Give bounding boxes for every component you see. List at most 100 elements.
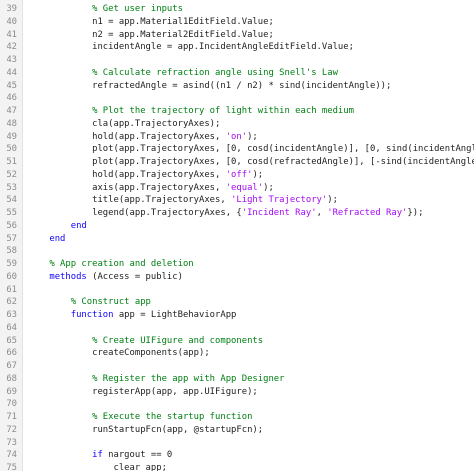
indent	[28, 208, 92, 218]
code-token: n2 = app.Material2EditField.Value;	[92, 29, 274, 40]
code-line[interactable]: 63 function app = LightBehaviorApp	[0, 309, 474, 322]
code-text: legend(app.TrajectoryAxes, {'Incident Ra…	[22, 207, 423, 220]
line-number: 45	[6, 80, 17, 91]
code-text	[22, 360, 28, 373]
code-line[interactable]: 44 % Calculate refraction angle using Sn…	[0, 67, 474, 80]
indent	[28, 30, 92, 40]
line-number: 58	[6, 246, 17, 257]
code-text: title(app.TrajectoryAxes, 'Light Traject…	[22, 194, 338, 207]
code-line[interactable]: 75 clear app;	[0, 462, 474, 471]
code-line[interactable]: 67	[0, 360, 474, 373]
indent	[28, 157, 92, 167]
code-token: );	[327, 195, 338, 206]
line-number: 50	[6, 144, 17, 155]
code-line[interactable]: 72 runStartupFcn(app, @startupFcn);	[0, 424, 474, 437]
indent	[28, 132, 92, 142]
code-text: plot(app.TrajectoryAxes, [0, cosd(refrac…	[22, 156, 474, 169]
code-line[interactable]: 53 axis(app.TrajectoryAxes, 'equal');	[0, 182, 474, 195]
code-text	[22, 245, 28, 258]
line-number: 43	[6, 55, 17, 65]
line-number: 63	[6, 310, 17, 320]
indent	[28, 310, 71, 320]
code-token: title(app.TrajectoryAxes,	[92, 195, 232, 206]
code-line[interactable]: 69 registerApp(app, app.UIFigure);	[0, 386, 474, 399]
code-line[interactable]: 60 methods (Access = public)	[0, 271, 474, 284]
code-line[interactable]: 70	[0, 398, 474, 411]
code-token: refractedAngle = asind((n1 / n2) * sind(…	[92, 80, 392, 91]
code-line[interactable]: 42 incidentAngle = app.IncidentAngleEdit…	[0, 41, 474, 54]
line-number-gutter	[0, 0, 23, 471]
line-number: 66	[6, 348, 17, 359]
code-line[interactable]: 62 % Construct app	[0, 296, 474, 309]
code-line[interactable]: 65 % Create UIFigure and components	[0, 335, 474, 348]
code-line[interactable]: 56 end	[0, 220, 474, 233]
comment-token: % App creation and deletion	[49, 259, 194, 269]
code-text: % Register the app with App Designer	[22, 373, 284, 386]
code-line[interactable]: 55 legend(app.TrajectoryAxes, {'Incident…	[0, 207, 474, 220]
code-line[interactable]: 40 n1 = app.Material1EditField.Value;	[0, 16, 474, 29]
keyword-token: function	[70, 310, 114, 320]
code-line[interactable]: 73	[0, 437, 474, 450]
indent	[28, 336, 92, 346]
code-text: function app = LightBehaviorApp	[22, 309, 237, 322]
code-line[interactable]: 61	[0, 284, 474, 297]
code-line[interactable]: 64	[0, 322, 474, 335]
line-number: 48	[6, 118, 17, 129]
line-number: 71	[6, 412, 17, 422]
code-text	[22, 398, 28, 411]
code-line[interactable]: 41 n2 = app.Material2EditField.Value;	[0, 29, 474, 42]
code-text: methods (Access = public)	[22, 271, 183, 284]
code-line[interactable]: 54 title(app.TrajectoryAxes, 'Light Traj…	[0, 194, 474, 207]
indent	[28, 297, 71, 307]
code-line[interactable]: 50 plot(app.TrajectoryAxes, [0, cosd(inc…	[0, 143, 474, 156]
comment-token: % Calculate refraction angle using Snell…	[92, 67, 338, 78]
code-line[interactable]: 58	[0, 245, 474, 258]
line-number: 39	[6, 4, 17, 14]
code-text	[22, 54, 28, 67]
string-token: 'Light Trajectory'	[231, 195, 328, 206]
code-line[interactable]: 47 % Plot the trajectory of light within…	[0, 105, 474, 118]
string-token: 'on'	[225, 131, 248, 142]
code-line[interactable]: 71 % Execute the startup function	[0, 411, 474, 424]
code-line[interactable]: 66 createComponents(app);	[0, 347, 474, 360]
indent	[28, 42, 92, 52]
code-line[interactable]: 57 end	[0, 233, 474, 246]
code-token: );	[252, 169, 264, 180]
code-text: n2 = app.Material2EditField.Value;	[22, 29, 274, 42]
code-token: ,	[316, 208, 328, 218]
code-line[interactable]: 39 % Get user inputs	[0, 3, 474, 16]
keyword-token: end	[70, 220, 87, 231]
code-token: (Access = public)	[86, 271, 183, 282]
code-line[interactable]: 46	[0, 92, 474, 105]
code-token: hold(app.TrajectoryAxes,	[92, 169, 226, 180]
code-token: plot(app.TrajectoryAxes, [0, cosd(incide…	[92, 144, 474, 155]
indent	[28, 106, 92, 116]
indent	[28, 425, 92, 435]
line-number: 64	[6, 322, 17, 333]
code-line[interactable]: 49 hold(app.TrajectoryAxes, 'on');	[0, 131, 474, 144]
code-text: cla(app.TrajectoryAxes);	[22, 118, 220, 131]
line-number: 67	[6, 361, 17, 371]
code-token: n1 = app.Material1EditField.Value;	[92, 16, 274, 27]
indent	[28, 412, 92, 422]
line-number: 69	[6, 386, 17, 397]
comment-token: % Create UIFigure and components	[92, 335, 264, 346]
code-line[interactable]: 52 hold(app.TrajectoryAxes, 'off');	[0, 169, 474, 182]
code-text: % Calculate refraction angle using Snell…	[22, 67, 338, 80]
code-line[interactable]: 74 if nargout == 0	[0, 449, 474, 462]
string-token: 'Refracted Ray'	[327, 208, 408, 218]
code-text: createComponents(app);	[22, 347, 210, 360]
code-line[interactable]: 68 % Register the app with App Designer	[0, 373, 474, 386]
code-token: registerApp(app, app.UIFigure);	[92, 386, 258, 397]
code-line[interactable]: 45 refractedAngle = asind((n1 / n2) * si…	[0, 80, 474, 93]
code-line[interactable]: 51 plot(app.TrajectoryAxes, [0, cosd(ref…	[0, 156, 474, 169]
line-number: 73	[6, 437, 17, 448]
indent	[28, 195, 92, 205]
indent	[28, 170, 92, 180]
code-line[interactable]: 48 cla(app.TrajectoryAxes);	[0, 118, 474, 131]
code-line[interactable]: 59 % App creation and deletion	[0, 258, 474, 271]
line-number: 70	[6, 399, 17, 410]
code-line[interactable]: 43	[0, 54, 474, 67]
